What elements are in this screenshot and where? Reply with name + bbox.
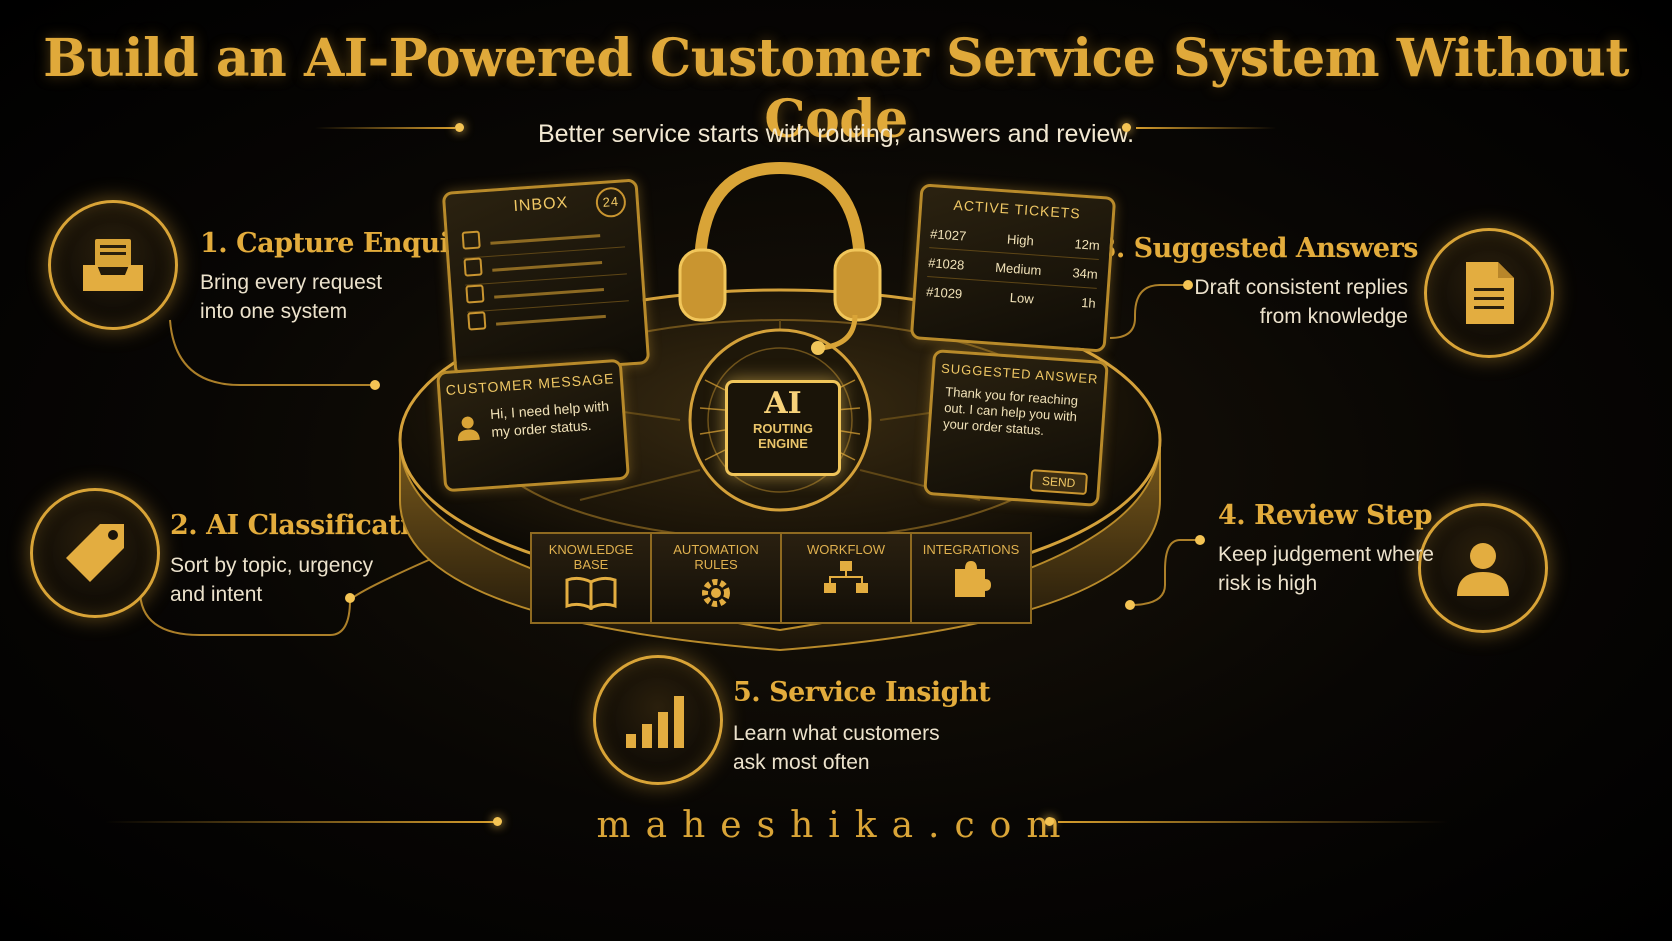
tag-icon [66, 524, 124, 582]
workflow-icon [824, 561, 868, 593]
suggested-answer-title: SUGGESTED ANSWER [940, 360, 1099, 387]
inbox-list [461, 220, 631, 338]
footer: maheshika.com [0, 805, 1672, 846]
connector-dot-4b [1125, 600, 1135, 610]
step-2-icon-circle [30, 488, 160, 618]
footer-line-right [1058, 821, 1448, 823]
step-4-desc-line-2: risk is high [1218, 572, 1318, 595]
module-label-line-2: RULES [694, 557, 738, 572]
ticket-id: #1027 [929, 225, 967, 244]
module-strip: KNOWLEDGE BASE AUTOMATION RULES WORKFLOW [530, 532, 1032, 624]
inbox-panel: INBOX 24 [441, 178, 651, 378]
step-3-title: 3. Suggested Answers [1097, 233, 1419, 264]
step-5-desc-line-2: ask most often [733, 751, 870, 774]
ai-chip-line-2: ENGINE [758, 436, 808, 451]
connector-dot-2a [345, 593, 355, 603]
inbox-title-text: INBOX [512, 194, 569, 216]
tickets-table: #1027 High 12m #1028 Medium 34m #1029 Lo… [925, 219, 1101, 317]
footer-dot-right [1045, 817, 1054, 826]
connector-dot-3 [1183, 280, 1193, 290]
connector-dot-1 [370, 380, 380, 390]
website-url[interactable]: maheshika.com [596, 805, 1076, 846]
active-tickets-title: ACTIVE TICKETS [953, 196, 1082, 222]
customer-message-body: Hi, I need help with my order status. [454, 397, 612, 444]
step-5-title: 5. Service Insight [733, 677, 991, 708]
ticket-time: 34m [1072, 264, 1099, 282]
page-title: Build an AI-Powered Customer Service Sys… [43, 28, 1629, 150]
step-4-desc-line-1: Keep judgement where [1218, 543, 1434, 566]
headset-icon [678, 161, 882, 355]
connector-step-2 [139, 589, 351, 636]
step-1-desc: Bring every request into one system [200, 268, 382, 326]
active-tickets-panel: ACTIVE TICKETS #1027 High 12m #1028 Medi… [909, 183, 1117, 353]
step-4-icon-circle [1418, 503, 1548, 633]
step-2-desc: Sort by topic, urgency and intent [170, 551, 373, 609]
connector-step-1 [169, 319, 375, 386]
suggested-answer-text: Thank you for reaching out. I can help y… [942, 384, 1079, 438]
connector-dot-4a [1195, 535, 1205, 545]
step-5-desc: Learn what customers ask most often [733, 719, 940, 777]
step-4-title: 4. Review Step [1218, 500, 1433, 531]
connector-step-3 [1109, 284, 1188, 339]
ticket-id: #1028 [927, 254, 965, 273]
central-device: AI ROUTING ENGINE INBOX 24 CUSTOMER MESS… [380, 150, 1180, 670]
document-icon [1466, 262, 1514, 324]
step-5-desc-line-1: Learn what customers [733, 722, 940, 745]
step-5-icon-circle [593, 655, 723, 785]
bar-chart-icon [626, 696, 684, 748]
gear-icon [702, 579, 730, 607]
module-integrations[interactable]: INTEGRATIONS [910, 532, 1032, 624]
ticket-time: 12m [1074, 235, 1101, 253]
module-label-line-1: AUTOMATION [673, 542, 759, 557]
ticket-priority: High [1006, 231, 1035, 248]
inbox-tray-icon [83, 239, 143, 291]
module-workflow[interactable]: WORKFLOW [780, 532, 912, 624]
module-label-line-1: INTEGRATIONS [922, 542, 1020, 557]
step-2-desc-line-1: Sort by topic, urgency [170, 554, 374, 577]
send-button[interactable]: SEND [1029, 469, 1089, 496]
subtitle: Better service starts with routing, answ… [537, 120, 1135, 148]
footer-dot-left [493, 817, 502, 826]
ai-chip-label: AI [764, 386, 802, 421]
person-icon [457, 416, 480, 442]
ticket-priority: Medium [994, 259, 1043, 278]
ticket-id: #1029 [925, 283, 963, 302]
step-3-desc-line-1: Draft consistent replies [1194, 276, 1408, 299]
module-label-line-2: BASE [573, 557, 609, 572]
book-icon [565, 576, 617, 611]
suggested-answer-panel: SUGGESTED ANSWER Thank you for reaching … [923, 349, 1109, 507]
connector-step-4 [1129, 539, 1200, 606]
step-1-icon-circle [48, 200, 178, 330]
module-knowledge-base[interactable]: KNOWLEDGE BASE [530, 532, 652, 624]
step-1-desc-line-2: into one system [200, 300, 348, 323]
step-1-desc-line-1: Bring every request [200, 271, 383, 294]
step-3-icon-circle [1424, 228, 1554, 358]
module-label-line-1: KNOWLEDGE [548, 542, 634, 557]
subtitle-row: Better service starts with routing, answ… [0, 120, 1672, 150]
divider-dot-right [1122, 123, 1131, 132]
customer-message-panel: CUSTOMER MESSAGE Hi, I need help with my… [436, 358, 630, 493]
step-3-desc-line-2: from knowledge [1259, 305, 1408, 328]
divider-dot-left [455, 123, 464, 132]
ai-chip-line-1: ROUTING [753, 421, 813, 436]
ai-routing-engine-chip: AI ROUTING ENGINE [725, 380, 841, 476]
footer-line-left [105, 821, 495, 823]
divider-line-right [1136, 127, 1276, 129]
puzzle-icon [955, 561, 991, 597]
module-automation-rules[interactable]: AUTOMATION RULES [650, 532, 782, 624]
customer-message-title: CUSTOMER MESSAGE [445, 370, 615, 398]
customer-message-text: Hi, I need help with my order status. [489, 397, 610, 440]
step-3-desc: Draft consistent replies from knowledge [1194, 273, 1408, 331]
inbox-title: INBOX 24 [446, 186, 637, 221]
inbox-count-badge: 24 [594, 186, 627, 219]
person-icon [1457, 543, 1509, 596]
ticket-time: 1h [1080, 294, 1097, 311]
module-label-line-1: WORKFLOW [807, 542, 885, 557]
step-4-desc: Keep judgement where risk is high [1218, 540, 1434, 598]
ticket-priority: Low [1009, 289, 1035, 306]
divider-line-left [315, 127, 455, 129]
step-2-desc-line-2: and intent [170, 583, 263, 606]
